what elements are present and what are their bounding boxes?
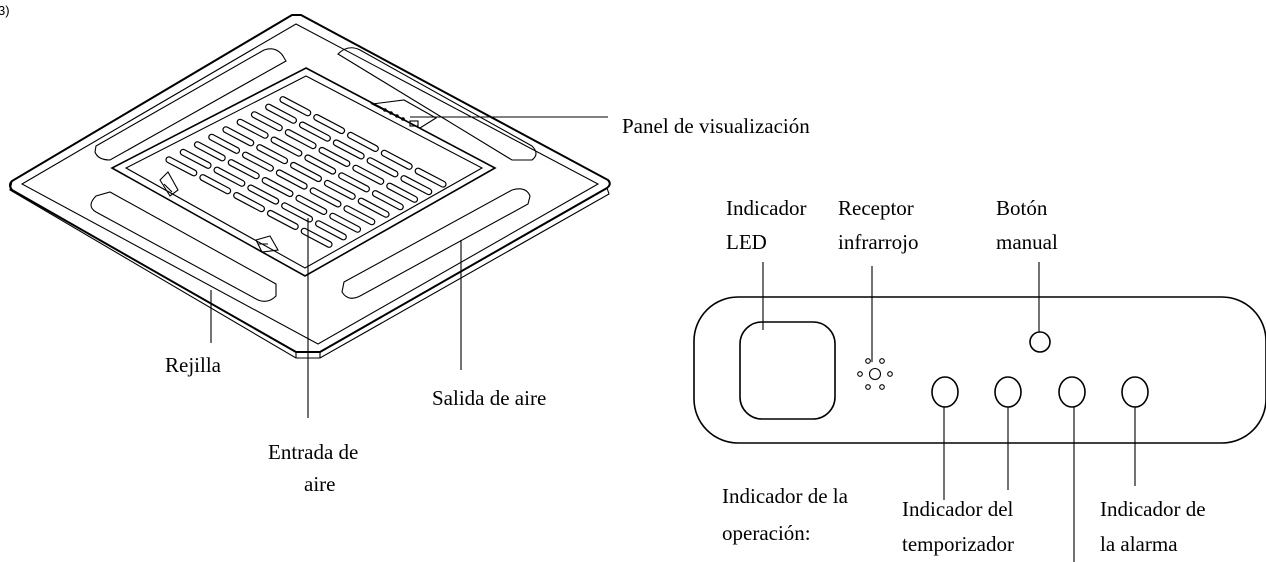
label-alarm-indicator-line2: la alarma xyxy=(1100,532,1178,556)
manual-button[interactable] xyxy=(1029,331,1051,353)
display-panel-outline xyxy=(693,296,1266,444)
label-timer-indicator-line1: Indicador del xyxy=(902,497,1014,521)
grille-slot-inner xyxy=(291,163,321,181)
grille-slot-inner xyxy=(248,185,279,204)
label-ir-receiver-line1: Receptor xyxy=(838,196,914,220)
grille-slot-inner xyxy=(296,196,327,214)
ir-receiver xyxy=(857,358,893,390)
grille-slot-inner xyxy=(319,148,350,166)
grille-slot-inner xyxy=(262,178,293,196)
timer-indicator-lamp xyxy=(994,376,1022,408)
grille-slot-inner xyxy=(195,142,225,161)
grille-slot-inner xyxy=(358,198,389,217)
air-outlet-slot-bottom-right xyxy=(341,188,531,299)
display-window xyxy=(370,99,438,129)
label-display-panel: Panel de visualización xyxy=(622,114,810,138)
grille-slot-inner xyxy=(268,211,298,229)
grille-slot-inner xyxy=(166,157,197,176)
outer-panel xyxy=(9,14,611,353)
figure-corner-label: 3) xyxy=(0,3,10,18)
grille-clip-bottom xyxy=(255,235,279,253)
label-air-outlet: Salida de aire xyxy=(432,386,546,410)
air-outlet-slot-top-left xyxy=(94,48,287,161)
grille-slot-inner xyxy=(285,130,316,148)
grille-slot-inner xyxy=(282,203,312,222)
grille-slot-inner xyxy=(305,155,336,174)
grille-slot-inner xyxy=(348,133,378,151)
grille-slot-inner xyxy=(401,176,432,194)
display-panel-detail xyxy=(693,296,1266,444)
led-indicator-window xyxy=(739,321,836,420)
grille-slot-inner xyxy=(252,112,282,131)
label-manual-button-line2: manual xyxy=(996,230,1058,254)
grille-slot-inner xyxy=(310,188,341,207)
grille-slot-inner xyxy=(234,193,264,211)
label-air-inlet-line2: aire xyxy=(304,472,335,496)
grille-slot-inner xyxy=(214,167,245,186)
air-outlet-slot-top-right xyxy=(337,47,537,161)
label-grille: Rejilla xyxy=(165,353,222,377)
grille-slot-inner xyxy=(325,181,355,199)
grille-slot-inner xyxy=(276,170,307,189)
grille-slot-inner xyxy=(367,158,398,177)
label-air-inlet-line1: Entrada de xyxy=(268,440,358,464)
grille-slot-inner xyxy=(381,150,412,169)
operation-indicator-lamp xyxy=(931,376,959,408)
alarm-indicator-lamp xyxy=(1121,376,1149,408)
grille-slot-inner xyxy=(180,150,211,168)
grille-slot-inner xyxy=(314,115,344,133)
grille-slot-inner xyxy=(330,213,360,232)
grille-slot-inner xyxy=(266,104,296,123)
label-alarm-indicator-line1: Indicador de xyxy=(1100,497,1206,521)
grille-slot-inner xyxy=(415,168,446,187)
label-manual-button-line1: Botón xyxy=(996,196,1048,220)
grille-clip-left xyxy=(159,171,179,197)
grille-slot-inner xyxy=(228,160,259,179)
label-led-indicator-line1: Indicador xyxy=(726,196,806,220)
label-operation-indicator-line2: operación: xyxy=(722,521,811,545)
inlet-grille-slots xyxy=(165,96,447,248)
grille-slot-inner xyxy=(257,145,287,163)
grille-slot-inner xyxy=(223,127,254,146)
label-led-indicator-line2: LED xyxy=(726,230,767,254)
grille-slot-inner xyxy=(316,221,346,240)
air-outlet-slot-bottom-left xyxy=(90,191,277,302)
grille-slot-inner xyxy=(344,206,375,225)
inlet-grille-frame xyxy=(110,67,497,277)
extra-indicator-lamp xyxy=(1058,376,1086,408)
grille-slot-inner xyxy=(209,134,239,153)
label-ir-receiver-line2: infrarrojo xyxy=(838,230,918,254)
grille-slot-inner xyxy=(387,183,417,202)
label-timer-indicator-line2: temporizador xyxy=(902,532,1014,556)
grille-slot-inner xyxy=(339,173,369,192)
grille-slot-inner xyxy=(353,165,384,184)
grille-slot-inner xyxy=(300,122,330,141)
grille-slot-inner xyxy=(243,152,273,171)
cassette-unit xyxy=(9,14,611,359)
label-operation-indicator-line1: Indicador de la xyxy=(722,484,849,508)
grille-slot-inner xyxy=(237,119,268,138)
grille-slot-inner xyxy=(373,191,403,210)
grille-slot-inner xyxy=(333,140,364,159)
inner-rim xyxy=(20,23,600,345)
grille-slot-inner xyxy=(200,175,230,194)
grille-slot-inner xyxy=(271,137,302,156)
grille-slot-inner xyxy=(280,97,311,116)
